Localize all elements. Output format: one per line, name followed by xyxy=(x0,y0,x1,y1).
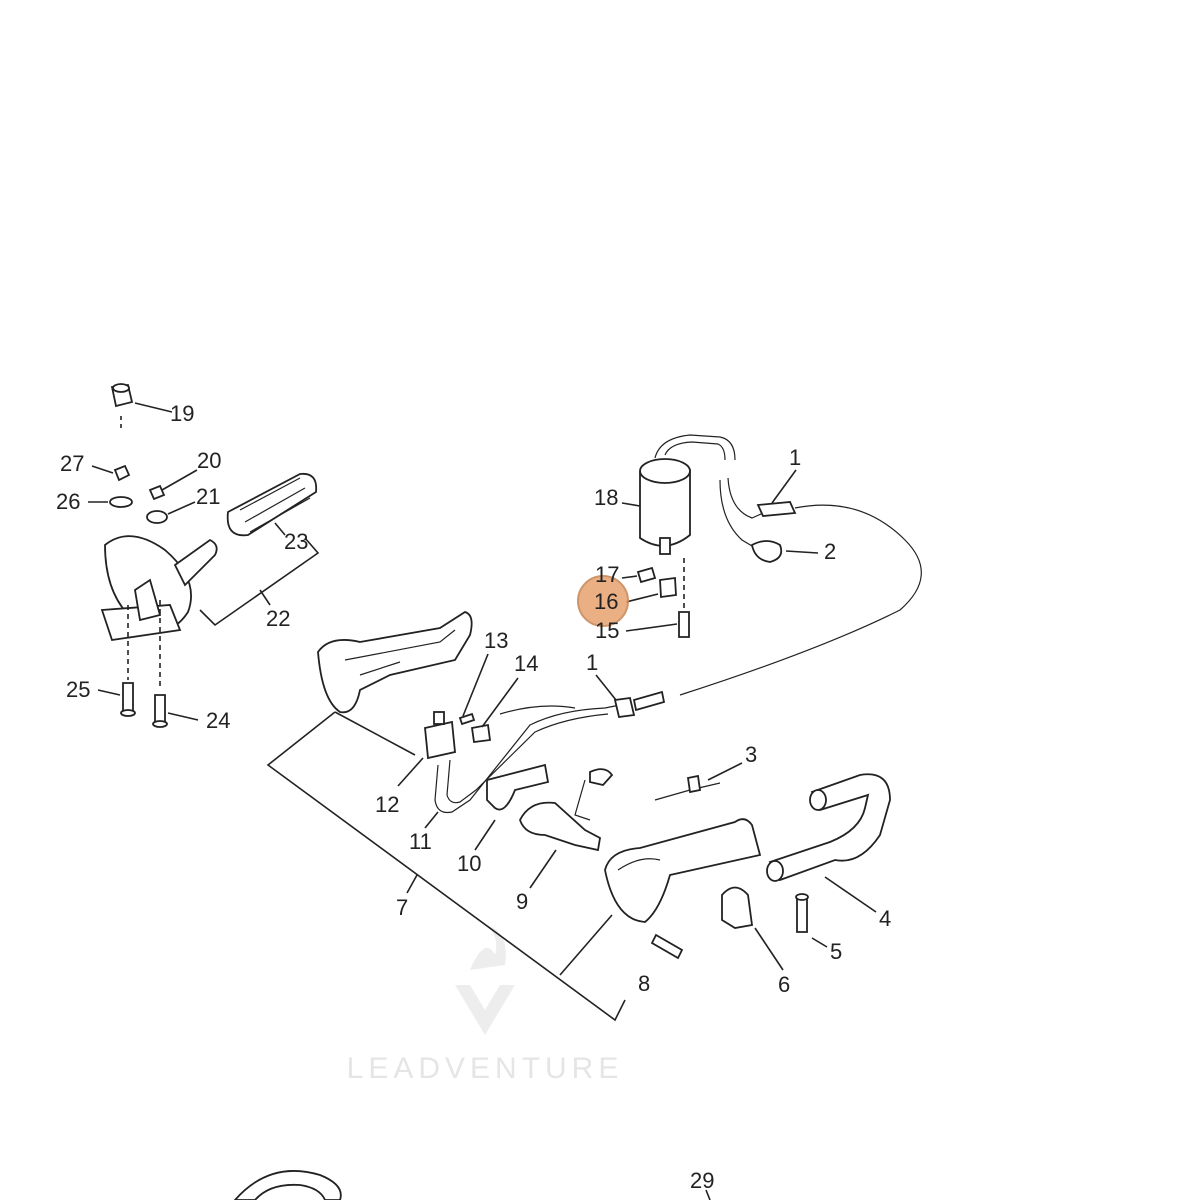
callout-labels: 19 27 20 26 21 23 22 25 24 1 18 2 17 16 … xyxy=(56,401,891,1193)
leader-lines xyxy=(88,402,877,1200)
left-handle-assembly xyxy=(100,383,320,728)
watermark-logo-icon xyxy=(455,985,515,1035)
part-14-connector[interactable] xyxy=(470,723,492,744)
callout-9[interactable]: 9 xyxy=(516,889,528,914)
callout-3[interactable]: 3 xyxy=(745,742,757,767)
part-20-nut[interactable] xyxy=(148,484,166,501)
callout-7[interactable]: 7 xyxy=(396,895,408,920)
part-11-wire-harness[interactable] xyxy=(434,704,621,814)
part-13-pin[interactable] xyxy=(458,712,476,726)
callout-15[interactable]: 15 xyxy=(595,618,619,643)
part-3-clip[interactable] xyxy=(654,782,721,801)
callout-21[interactable]: 21 xyxy=(196,484,220,509)
part-10-bracket[interactable] xyxy=(486,763,550,811)
coil-assembly xyxy=(636,434,922,696)
part-9-throttle-trigger[interactable] xyxy=(519,801,601,852)
part-8-screw[interactable] xyxy=(650,933,684,960)
part-4-tube-handle[interactable] xyxy=(768,773,891,882)
part-23-grip[interactable] xyxy=(226,472,318,537)
callout-22[interactable]: 22 xyxy=(266,606,290,631)
part-1-cable-connector-lower[interactable] xyxy=(613,697,636,718)
callout-1-lower[interactable]: 1 xyxy=(586,650,598,675)
part-16-sleeve[interactable] xyxy=(659,576,677,599)
callout-12[interactable]: 12 xyxy=(375,792,399,817)
part-12-switch[interactable] xyxy=(424,720,456,760)
rear-handle-assembly xyxy=(266,611,762,1022)
part-2-connector[interactable] xyxy=(750,540,783,563)
callout-16[interactable]: 16 xyxy=(594,589,618,614)
callout-17[interactable]: 17 xyxy=(595,562,619,587)
callout-8[interactable]: 8 xyxy=(638,971,650,996)
callout-18[interactable]: 18 xyxy=(594,485,618,510)
watermark-text: LEADVENTURE xyxy=(347,1052,624,1085)
part-7-rear-handle-housing[interactable] xyxy=(317,611,473,714)
callout-10[interactable]: 10 xyxy=(457,851,481,876)
callout-2[interactable]: 2 xyxy=(824,539,836,564)
callout-29[interactable]: 29 xyxy=(690,1168,714,1193)
highlight-marker xyxy=(577,575,629,627)
callout-24[interactable]: 24 xyxy=(206,708,230,733)
callout-25[interactable]: 25 xyxy=(66,677,90,702)
part-29-edge[interactable] xyxy=(233,1170,342,1200)
front-handle-assembly xyxy=(654,773,891,933)
part-17-spring[interactable] xyxy=(636,566,657,584)
callout-5[interactable]: 5 xyxy=(830,939,842,964)
callout-26[interactable]: 26 xyxy=(56,489,80,514)
callout-4[interactable]: 4 xyxy=(879,906,891,931)
callout-23[interactable]: 23 xyxy=(284,529,308,554)
part-1-cable-connector-upper[interactable] xyxy=(756,501,797,517)
part-25-bolt[interactable] xyxy=(122,682,134,713)
watermark: LEADVENTURE xyxy=(347,925,624,1085)
callout-27[interactable]: 27 xyxy=(60,451,84,476)
part-15-screw[interactable] xyxy=(678,611,690,638)
part-6-cushion[interactable] xyxy=(721,886,754,929)
callout-6[interactable]: 6 xyxy=(778,972,790,997)
callout-20[interactable]: 20 xyxy=(197,448,221,473)
callout-19[interactable]: 19 xyxy=(170,401,194,426)
part-26-washer[interactable] xyxy=(109,496,133,508)
part-24-bolt[interactable] xyxy=(154,694,166,723)
part-27-nut[interactable] xyxy=(113,464,131,482)
callout-13[interactable]: 13 xyxy=(484,628,508,653)
callout-14[interactable]: 14 xyxy=(514,651,538,676)
part-21-washer[interactable] xyxy=(146,510,168,524)
callout-11[interactable]: 11 xyxy=(409,829,432,854)
callout-1-upper[interactable]: 1 xyxy=(789,445,801,470)
part-5-bolt[interactable] xyxy=(796,897,808,933)
part-7-handle-lower-shell[interactable] xyxy=(604,818,762,923)
